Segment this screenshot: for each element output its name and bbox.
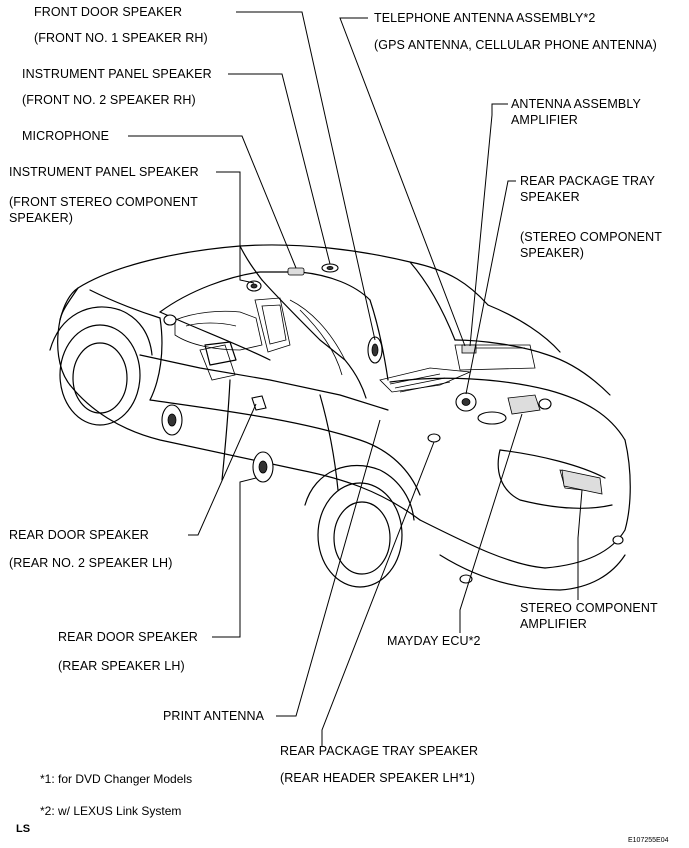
mayday-ecu-label: MAYDAY ECU*2 <box>387 634 481 648</box>
footnote-2: *2: w/ LEXUS Link System <box>40 804 182 818</box>
rear-door-speaker-lh2-label: REAR DOOR SPEAKER <box>9 528 149 542</box>
stereo-amp-icon <box>561 469 603 495</box>
telephone-antenna-label: TELEPHONE ANTENNA ASSEMBLY*2 <box>374 11 596 25</box>
corner-logo-mark: LS <box>16 823 31 835</box>
rear-tray-header-speaker-icon <box>427 433 441 443</box>
ip-speaker-front-sublabel-2: SPEAKER) <box>9 211 74 225</box>
ip-speaker-rh-label: INSTRUMENT PANEL SPEAKER <box>22 67 212 81</box>
leader-lines <box>128 11 583 746</box>
ip-speaker-front-sublabel-1: (FRONT STEREO COMPONENT <box>9 195 198 209</box>
telephone-antenna-sublabel: (GPS ANTENNA, CELLULAR PHONE ANTENNA) <box>374 38 657 52</box>
front-door-speaker-label: FRONT DOOR SPEAKER <box>34 5 183 19</box>
ip-speaker-front-label: INSTRUMENT PANEL SPEAKER <box>9 165 199 179</box>
ip-speaker-rh-sublabel: (FRONT NO. 2 SPEAKER RH) <box>22 93 196 107</box>
rear-door-speaker-lh2-sublabel: (REAR NO. 2 SPEAKER LH) <box>9 556 173 570</box>
components <box>161 263 624 584</box>
rear-door-speaker-lh-sublabel: (REAR SPEAKER LH) <box>58 659 185 673</box>
rear-tray-label-1: REAR PACKAGE TRAY <box>520 174 656 188</box>
print-antenna-label: PRINT ANTENNA <box>163 709 265 723</box>
rear-tray-header-sublabel: (REAR HEADER SPEAKER LH*1) <box>280 771 476 785</box>
rear-tray-label-2: SPEAKER <box>520 190 580 204</box>
rear-door-speaker-lh-label: REAR DOOR SPEAKER <box>58 630 198 644</box>
stereo-amp-label-2: AMPLIFIER <box>520 617 587 631</box>
footnote-1: *1: for DVD Changer Models <box>40 772 193 786</box>
microphone-label: MICROPHONE <box>22 129 110 143</box>
rear-tray-sublabel-1: (STEREO COMPONENT <box>520 230 662 244</box>
antenna-amp-label-1: ANTENNA ASSEMBLY <box>511 97 641 111</box>
figure-code: E107255E04 <box>628 837 669 844</box>
front-door-speaker-sublabel: (FRONT NO. 1 SPEAKER RH) <box>34 31 208 45</box>
mayday-ecu-icon <box>507 394 541 415</box>
car-body <box>49 244 631 591</box>
antenna-amp-label-2: AMPLIFIER <box>511 113 578 127</box>
antenna-amplifier-icon <box>461 344 477 354</box>
stereo-amp-label-1: STEREO COMPONENT <box>520 601 658 615</box>
rear-tray-sublabel-2: SPEAKER) <box>520 246 585 260</box>
microphone-icon <box>287 267 305 276</box>
rear-tray-header-label: REAR PACKAGE TRAY SPEAKER <box>280 744 479 758</box>
